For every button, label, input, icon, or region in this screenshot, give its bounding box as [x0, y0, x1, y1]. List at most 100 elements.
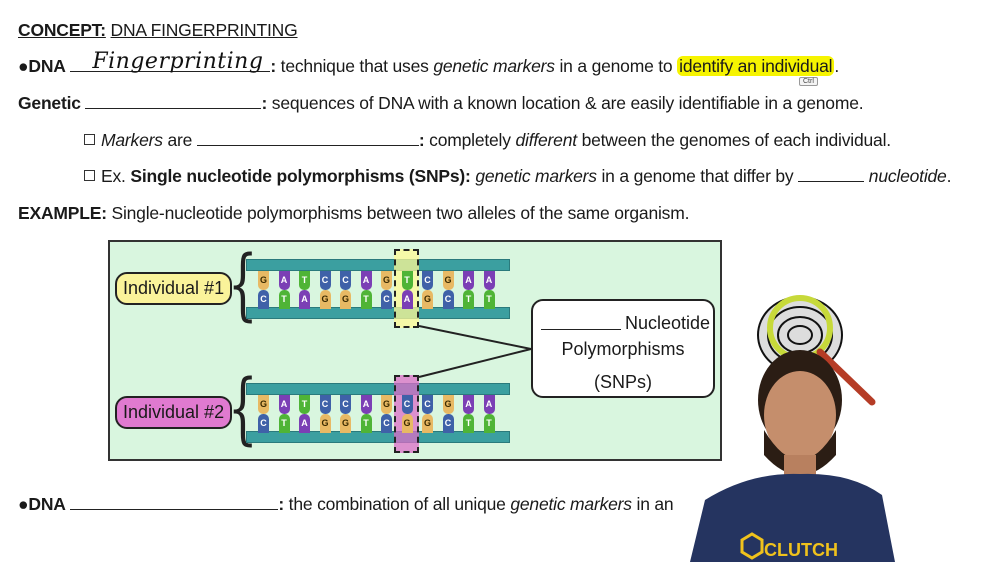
nucleotide-G: G: [442, 271, 454, 290]
term: Genetic: [18, 93, 81, 113]
callout-line-1: Nucleotide: [625, 313, 711, 333]
bullet: ●: [18, 56, 29, 76]
nucleotide-G: G: [422, 290, 433, 309]
nucleotide-G: G: [258, 271, 269, 290]
nucleotide-T: T: [299, 395, 310, 414]
callout-line-2: Polymorphisms: [561, 339, 685, 359]
nucleotide-G: G: [258, 395, 269, 414]
definition-genetic-markers: Genetic : sequences of DNA with a known …: [18, 93, 864, 114]
nucleotide-T: T: [360, 414, 372, 433]
text: technique that uses: [276, 56, 434, 76]
nucleotide-T: T: [483, 290, 495, 309]
dna-backbone-bottom: [246, 431, 510, 443]
italic-text: genetic markers: [470, 166, 597, 186]
nucleotide-G: G: [381, 271, 392, 290]
text: Single-nucleotide polymorphisms between …: [106, 203, 690, 223]
nucleotide-T: T: [299, 271, 310, 290]
nucleotide-C: C: [401, 395, 413, 414]
shirt-text: CLUTCH: [764, 540, 838, 560]
clutch-logo-icon: [740, 532, 764, 560]
example-line: EXAMPLE: Single-nucleotide polymorphisms…: [18, 203, 689, 224]
callout-line-3: (SNPs): [594, 372, 652, 392]
colon: :: [278, 494, 285, 514]
nucleotide-A: A: [278, 271, 290, 290]
nucleotide-G: G: [442, 395, 454, 414]
nucleotide-T: T: [278, 414, 290, 433]
nucleotide-A: A: [463, 395, 474, 414]
nucleotide-C: C: [258, 414, 269, 433]
text: the combination of all unique: [284, 494, 511, 514]
answer-blank: [70, 495, 279, 510]
snp-callout: Nucleotide Polymorphisms (SNPs): [531, 299, 715, 398]
nucleotide-G: G: [381, 395, 392, 414]
nucleotide-A: A: [360, 271, 372, 290]
checkbox-square-icon: [84, 134, 95, 145]
dna-backbone-top: [246, 383, 510, 395]
nucleotide-G: G: [401, 414, 413, 433]
nucleotide-A: A: [299, 414, 310, 433]
nucleotide-C: C: [319, 395, 331, 414]
individual-1-label: Individual #1: [115, 272, 233, 305]
nucleotide-C: C: [381, 290, 392, 309]
text: Ex.: [101, 166, 131, 186]
nucleotide-C: C: [422, 271, 433, 290]
nucleotide-T: T: [463, 290, 474, 309]
sub-bullet-markers: Markers are : completely different betwe…: [84, 130, 891, 151]
nucleotide-A: A: [463, 271, 474, 290]
nucleotide-A: A: [483, 395, 495, 414]
answer-blank: [85, 94, 262, 109]
text: are: [162, 130, 197, 150]
nucleotide-G: G: [340, 414, 351, 433]
colon: :: [270, 56, 277, 76]
nucleotide-C: C: [319, 271, 331, 290]
answer-blank: [541, 315, 621, 330]
italic-text: genetic markers: [433, 56, 555, 76]
bullet: ●: [18, 494, 29, 514]
highlighted-text: identify an individual: [677, 56, 835, 76]
term: DNA: [28, 494, 66, 514]
concept-label: CONCEPT:: [18, 20, 106, 40]
checkbox-square-icon: [84, 170, 95, 181]
nucleotide-A: A: [401, 290, 413, 309]
nucleotide-G: G: [422, 414, 433, 433]
nucleotide-T: T: [278, 290, 290, 309]
nucleotide-A: A: [360, 395, 372, 414]
bold-text: EXAMPLE:: [18, 203, 107, 223]
concept-header: CONCEPT: DNA FINGERPRINTING: [18, 20, 298, 41]
nucleotide-A: A: [483, 271, 495, 290]
snp-highlight-1: [394, 249, 419, 328]
dna-backbone-bottom: [246, 307, 510, 319]
presenter-video: CLUTCH: [690, 295, 895, 562]
individual-2-label: Individual #2: [115, 396, 233, 429]
answer-blank: Fingerprinting: [70, 49, 271, 74]
nucleotide-T: T: [360, 290, 372, 309]
nucleotide-C: C: [422, 395, 433, 414]
definition-dna-profile: ●DNA : the combination of all unique gen…: [18, 494, 674, 515]
text: in a genome to: [554, 56, 678, 76]
nucleotide-C: C: [258, 290, 269, 309]
definition-dna-fingerprinting: ●DNA Fingerprinting: technique that uses…: [18, 49, 839, 77]
nucleotide-T: T: [463, 414, 474, 433]
ctrl-badge[interactable]: Ctrl: [799, 77, 818, 86]
nucleotide-C: C: [381, 414, 392, 433]
text: in an: [631, 494, 674, 514]
nucleotide-C: C: [442, 290, 454, 309]
